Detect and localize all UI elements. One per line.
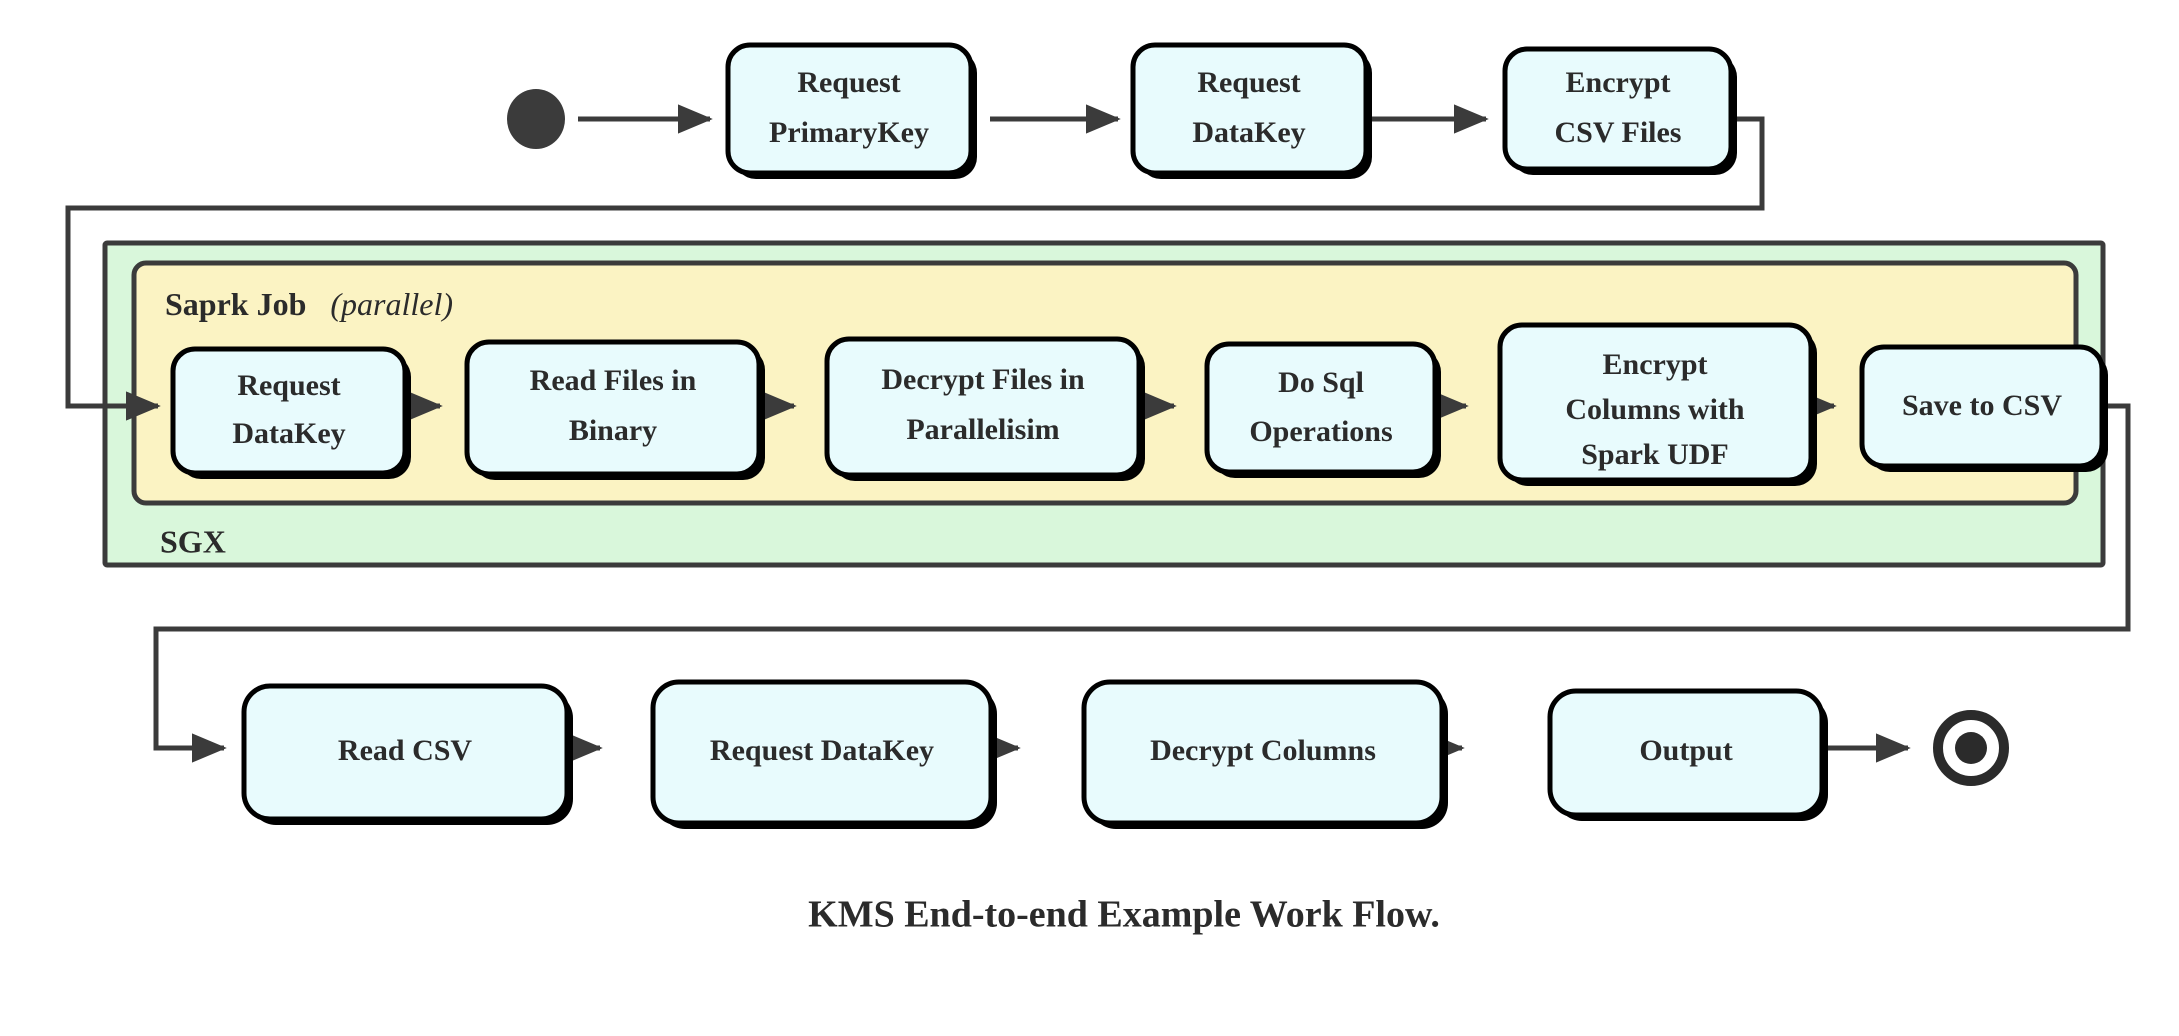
node-encrypt-columns-with-spark-udf[interactable]: Encrypt Columns with Spark UDF	[1497, 322, 1817, 486]
node-save-to-csv[interactable]: Save to CSV	[1859, 344, 2108, 472]
edges	[65, 104, 2131, 763]
node-request-datakey-bottom[interactable]: Request DataKey	[650, 679, 997, 829]
node-read-files-in-binary[interactable]: Read Files in Binary	[464, 339, 765, 480]
node-decrypt-columns[interactable]: Decrypt Columns	[1081, 679, 1448, 829]
edge-encrypt-csv-to-spark-datakey	[65, 116, 1765, 421]
spark-job-label-suffix: (parallel)	[330, 286, 453, 322]
diagram-caption: KMS End-to-end Example Work Flow.	[808, 894, 1440, 936]
start-node	[507, 89, 565, 149]
node-encrypt-csv-files[interactable]: Encrypt CSV Files	[1502, 46, 1737, 175]
end-node	[1933, 710, 2009, 786]
edge-save-csv-to-read-csv	[153, 403, 2131, 763]
node-output[interactable]: Output	[1547, 688, 1828, 821]
spark-job-label-main: Saprk Job	[165, 286, 306, 322]
node-do-sql-operations[interactable]: Do Sql Operations	[1204, 341, 1441, 478]
node-request-primarykey[interactable]: Request PrimaryKey	[725, 42, 977, 179]
sgx-container-label: SGX	[160, 523, 226, 559]
node-read-csv[interactable]: Read CSV	[241, 683, 573, 825]
node-decrypt-files-in-parallelisim[interactable]: Decrypt Files in Parallelisim	[824, 336, 1145, 481]
node-request-datakey-spark[interactable]: Request DataKey	[170, 346, 411, 479]
spark-job-container-label: Saprk Job (parallel)	[165, 286, 453, 322]
node-request-datakey-top[interactable]: Request DataKey	[1130, 42, 1372, 179]
